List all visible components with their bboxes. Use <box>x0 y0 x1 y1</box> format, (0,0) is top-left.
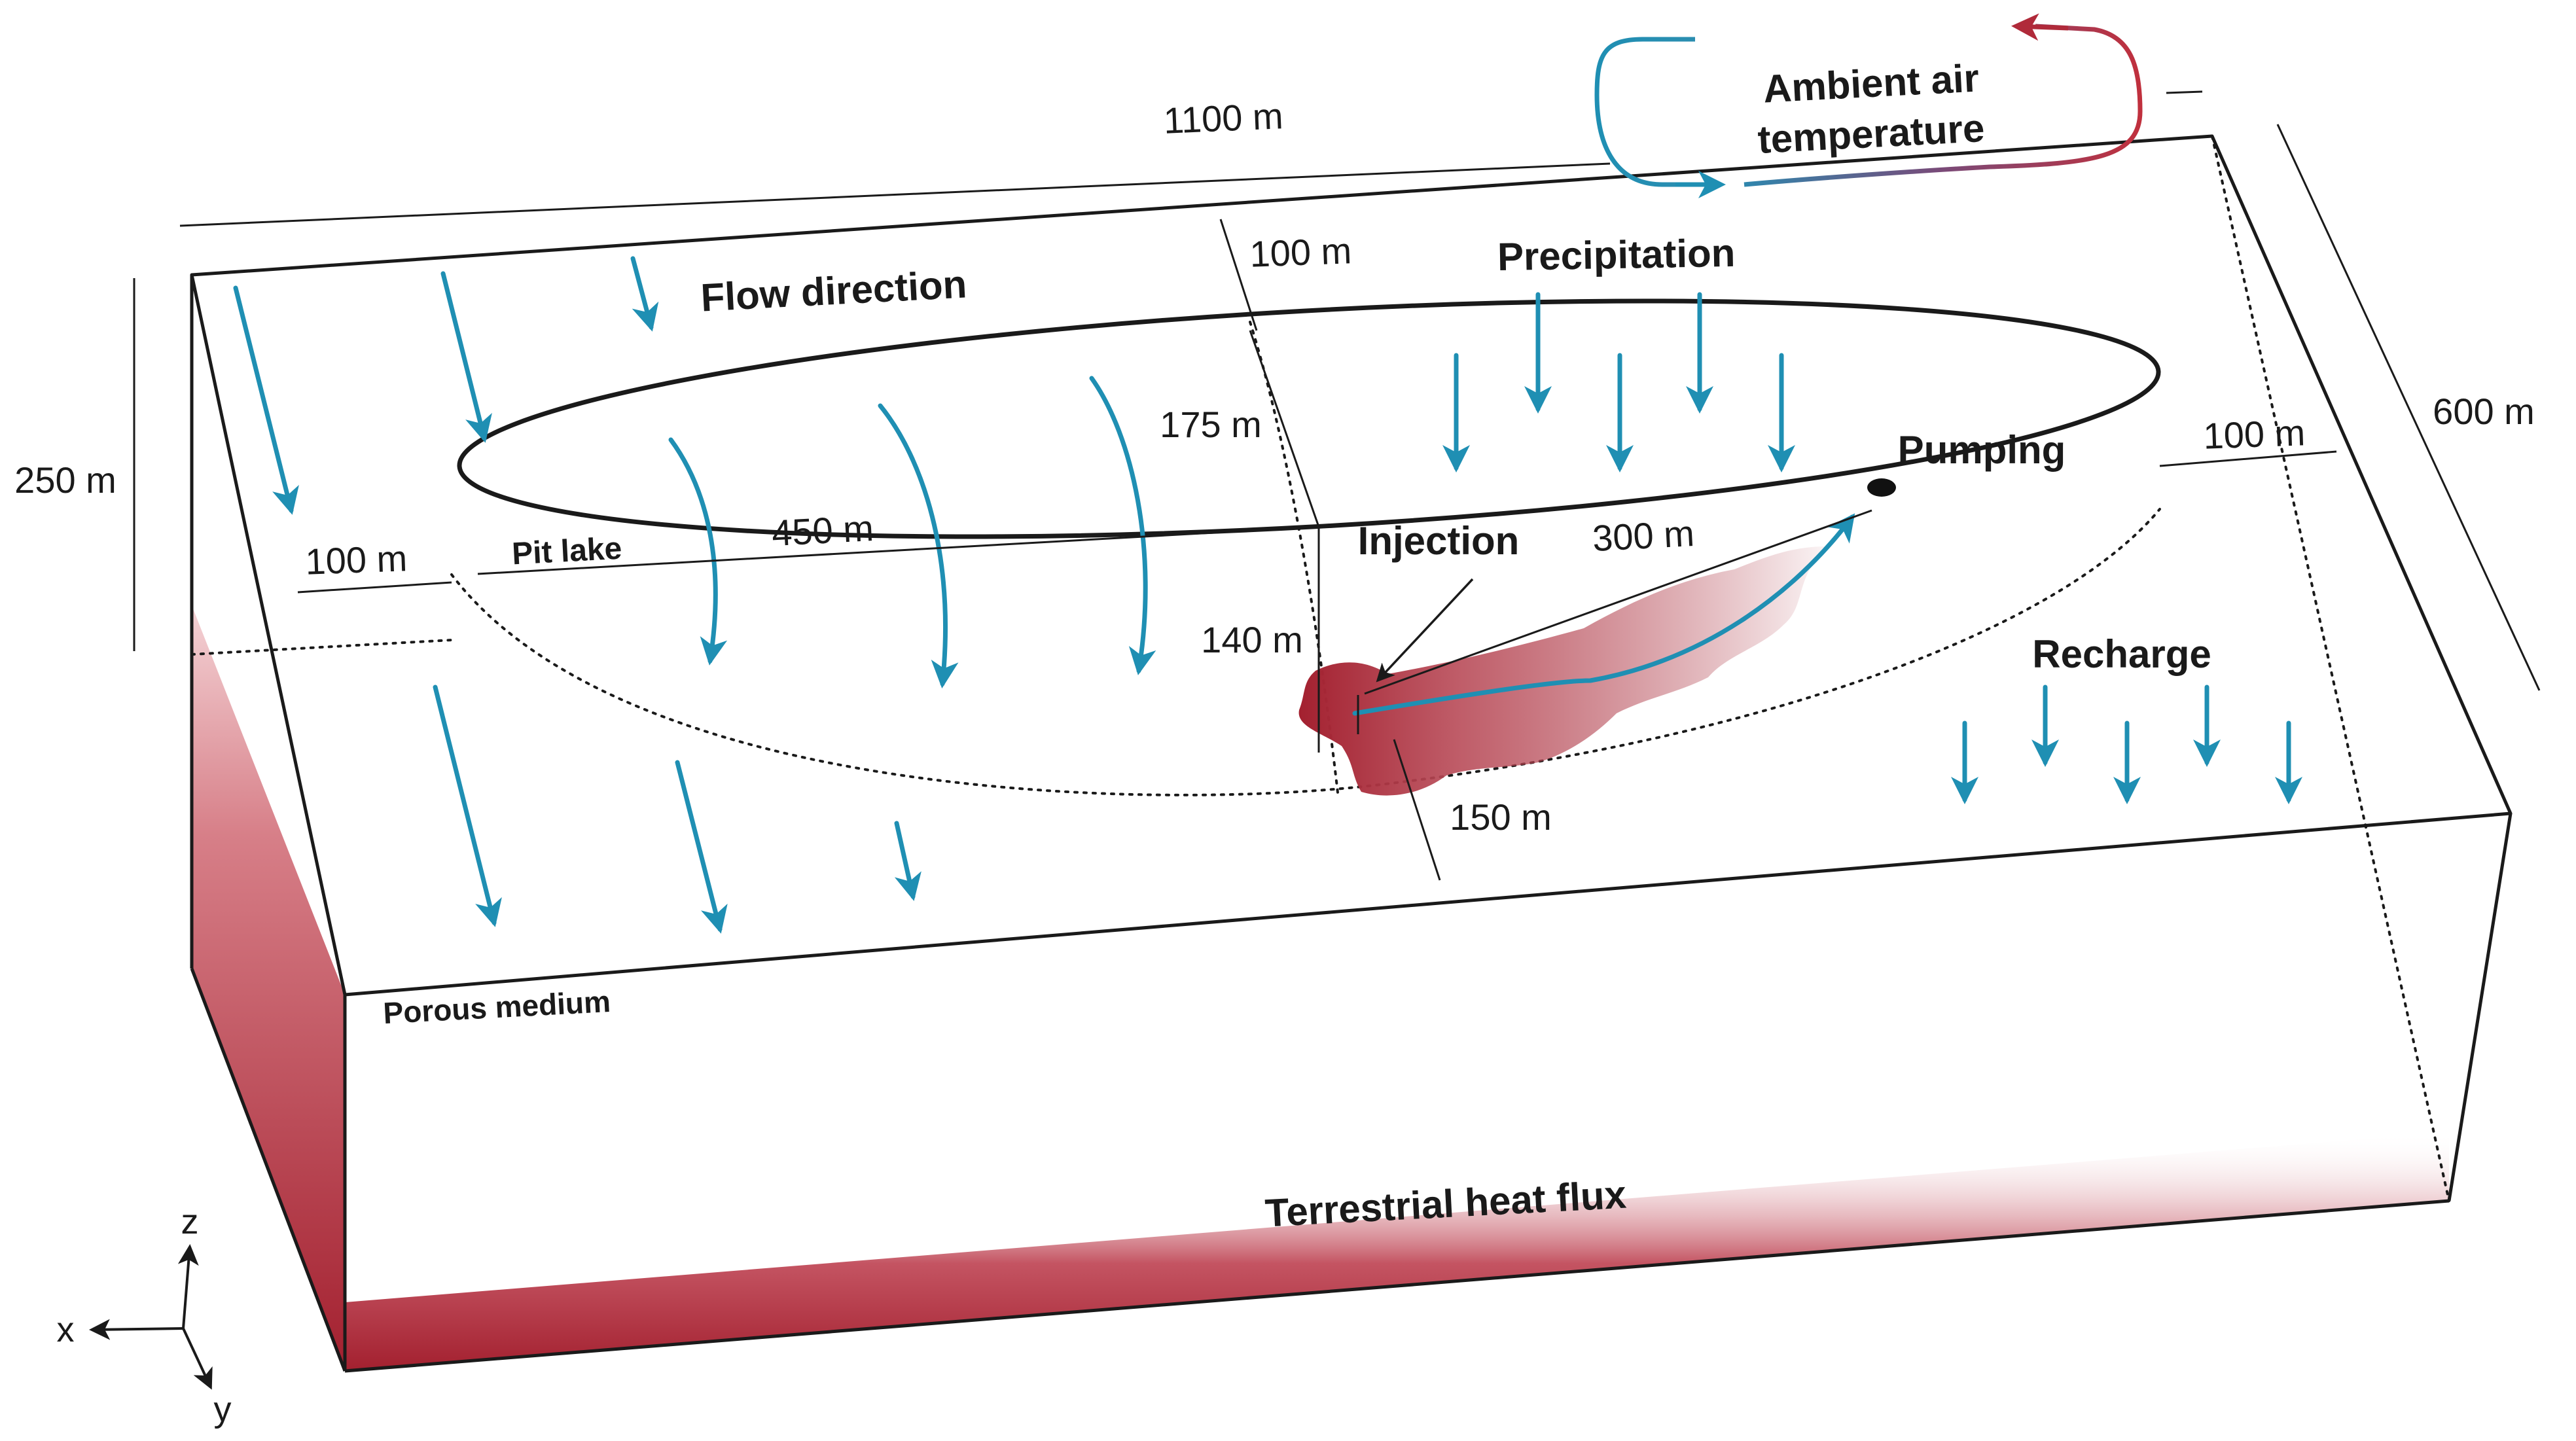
lake-depth-label: 140 m <box>1201 619 1303 660</box>
lake-front-label: 150 m <box>1450 796 1552 838</box>
pumping-well <box>1867 478 1896 497</box>
lake-half-width-label: 175 m <box>1160 404 1262 445</box>
injection-pointer <box>1376 578 1474 683</box>
dimension-lines <box>133 90 2541 881</box>
height-left-label: 250 m <box>14 459 116 501</box>
offset-top-label: 100 m <box>1249 230 1352 274</box>
axis-x-label: x <box>57 1310 75 1349</box>
lake-length-label: 450 m <box>771 507 875 554</box>
recharge-label: Recharge <box>2032 632 2211 676</box>
recharge-arrows <box>1951 685 2302 804</box>
porous-medium-label: Porous medium <box>382 984 611 1030</box>
model-block <box>190 134 2513 1373</box>
terrestrial-heat-flux-band <box>345 1132 2449 1371</box>
width-right-label: 600 m <box>2433 391 2535 432</box>
offset-right-label: 100 m <box>2202 412 2306 456</box>
axis-y-label: y <box>214 1390 232 1429</box>
pumping-label: Pumping <box>1898 428 2066 472</box>
pumping-distance-label: 300 m <box>1592 512 1696 559</box>
injection-to-pumping-flow-arrow <box>1352 513 1855 716</box>
axis-z-label: z <box>181 1202 199 1241</box>
flow-direction-arrows <box>233 256 1156 934</box>
pit-lake-label: Pit lake <box>511 531 623 572</box>
offset-left-label: 100 m <box>304 537 408 582</box>
ambient-air-label-line1: Ambient air <box>1762 56 1980 111</box>
precipitation-label: Precipitation <box>1497 231 1736 279</box>
ambient-air-temperature-cycle <box>1594 13 2143 198</box>
injection-plume <box>1298 546 1826 796</box>
flow-direction-label: Flow direction <box>700 262 968 319</box>
injection-label: Injection <box>1358 519 1520 563</box>
length-top-label: 1100 m <box>1163 95 1284 141</box>
precipitation-arrows <box>1442 292 1795 472</box>
left-side-heat-shading <box>192 605 345 1371</box>
axis-triad <box>89 1244 213 1390</box>
